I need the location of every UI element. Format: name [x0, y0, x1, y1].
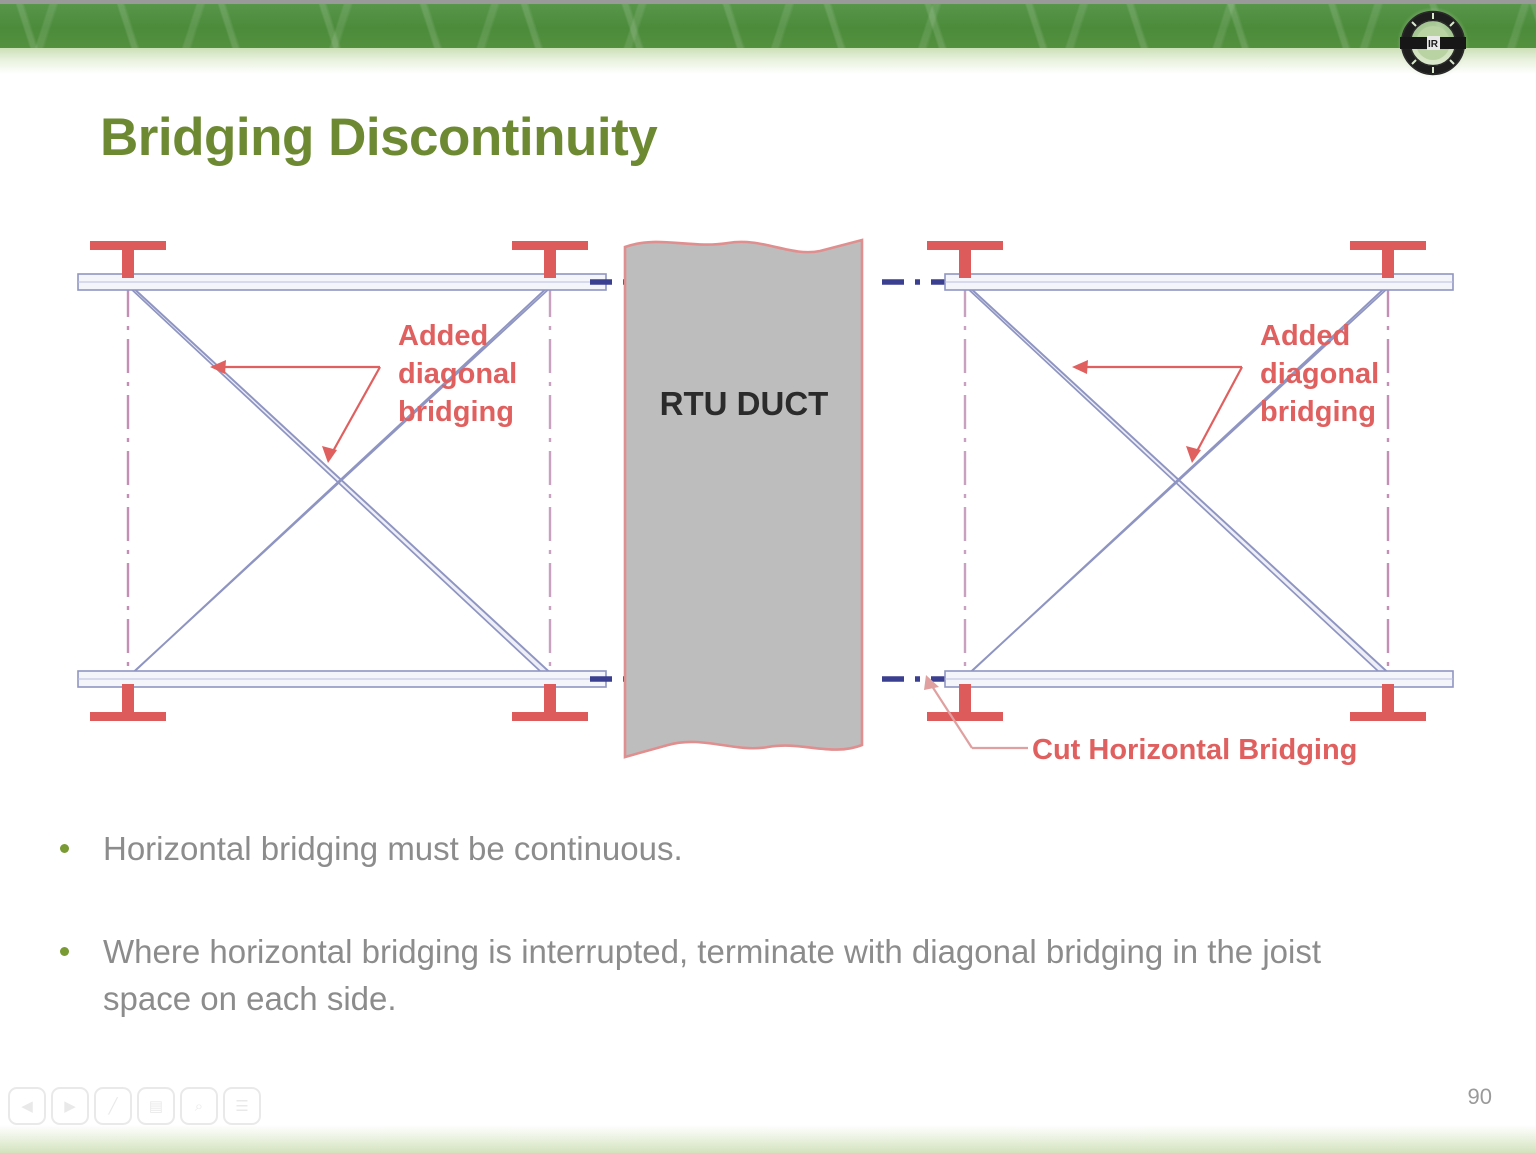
arrowhead-left-lower: [322, 446, 337, 463]
bottom-chord-left: [77, 670, 607, 688]
cut-horizontal-bridging-label: Cut Horizontal Bridging: [1032, 734, 1357, 766]
annotation-line-3: bridging: [1260, 396, 1376, 428]
joist-section-right-bottom: [512, 684, 588, 721]
arrowhead-right-upper: [1072, 360, 1088, 374]
joist-section-right-panel-left-top: [927, 241, 1003, 278]
menu-icon[interactable]: ☰: [223, 1087, 261, 1125]
header-green-band: [0, 4, 1536, 48]
annotation-line-1: Added: [1260, 320, 1350, 352]
list-item: Horizontal bridging must be continuous.: [52, 826, 1452, 873]
page-title: Bridging Discontinuity: [100, 108, 658, 167]
annotation-leader-right: [1080, 365, 1243, 454]
header-streak-pattern: [0, 4, 1536, 48]
joist-section-right-panel-right-top: [1350, 241, 1426, 278]
page-number: 90: [1467, 1084, 1492, 1109]
list-item: Where horizontal bridging is interrupted…: [52, 929, 1452, 1023]
joist-section-left-bottom: [90, 684, 166, 721]
arrowhead-right-lower: [1186, 446, 1201, 463]
bullet-dot-icon: [60, 844, 69, 853]
annotation-added-diagonal-bridging-left: Added diagonal bridging: [398, 320, 517, 428]
annotation-leader-left: [218, 365, 381, 454]
annotation-line-1: Added: [398, 320, 488, 352]
annotation-added-diagonal-bridging-right: Added diagonal bridging: [1260, 320, 1379, 428]
top-chord-left: [77, 273, 607, 291]
bullet-dot-icon: [60, 946, 69, 956]
annotation-line-2: diagonal: [398, 358, 517, 390]
arrowhead-left-upper: [210, 360, 226, 374]
added-diagonal-bridging-left: [119, 282, 561, 687]
joist-section-left-top: [90, 241, 166, 278]
right-bay-group: [927, 241, 1454, 721]
slide-icon[interactable]: ▤: [137, 1087, 175, 1125]
svg-text:IR: IR: [1428, 39, 1439, 50]
pen-icon[interactable]: ╱: [94, 1087, 132, 1125]
annotation-line-2: diagonal: [1260, 358, 1379, 390]
top-rule: [0, 0, 1536, 4]
bullet-text: Where horizontal bridging is interrupted…: [103, 932, 1322, 1017]
left-bay-group: [77, 241, 607, 721]
zoom-icon[interactable]: ⌕: [180, 1087, 218, 1125]
bridging-discontinuity-diagram: Added diagonal bridging RTU DUCT: [50, 225, 1480, 785]
top-chord-right: [944, 273, 1454, 291]
bottom-chord-right: [944, 670, 1454, 688]
footer-green-band: [0, 1125, 1536, 1153]
rtu-duct-label: RTU DUCT: [660, 385, 829, 422]
bullet-list: Horizontal bridging must be continuous. …: [52, 826, 1452, 1079]
joist-section-right-panel-left-bottom: [927, 684, 1003, 721]
arrowhead-cut-bridging: [924, 675, 939, 690]
joist-section-right-panel-right-bottom: [1350, 684, 1426, 721]
prev-icon[interactable]: ◀: [8, 1087, 46, 1125]
circular-seal-logo: IR: [1396, 6, 1470, 80]
cut-horizontal-bridging-leader: [929, 682, 1028, 750]
rtu-duct: RTU DUCT: [623, 238, 864, 759]
header-fade-strip: [0, 48, 1536, 74]
bullet-text: Horizontal bridging must be continuous.: [103, 830, 683, 867]
annotation-line-3: bridging: [398, 396, 514, 428]
presentation-controls[interactable]: ◀ ▶ ╱ ▤ ⌕ ☰: [8, 1087, 261, 1125]
joist-section-right-top: [512, 241, 588, 278]
play-icon[interactable]: ▶: [51, 1087, 89, 1125]
